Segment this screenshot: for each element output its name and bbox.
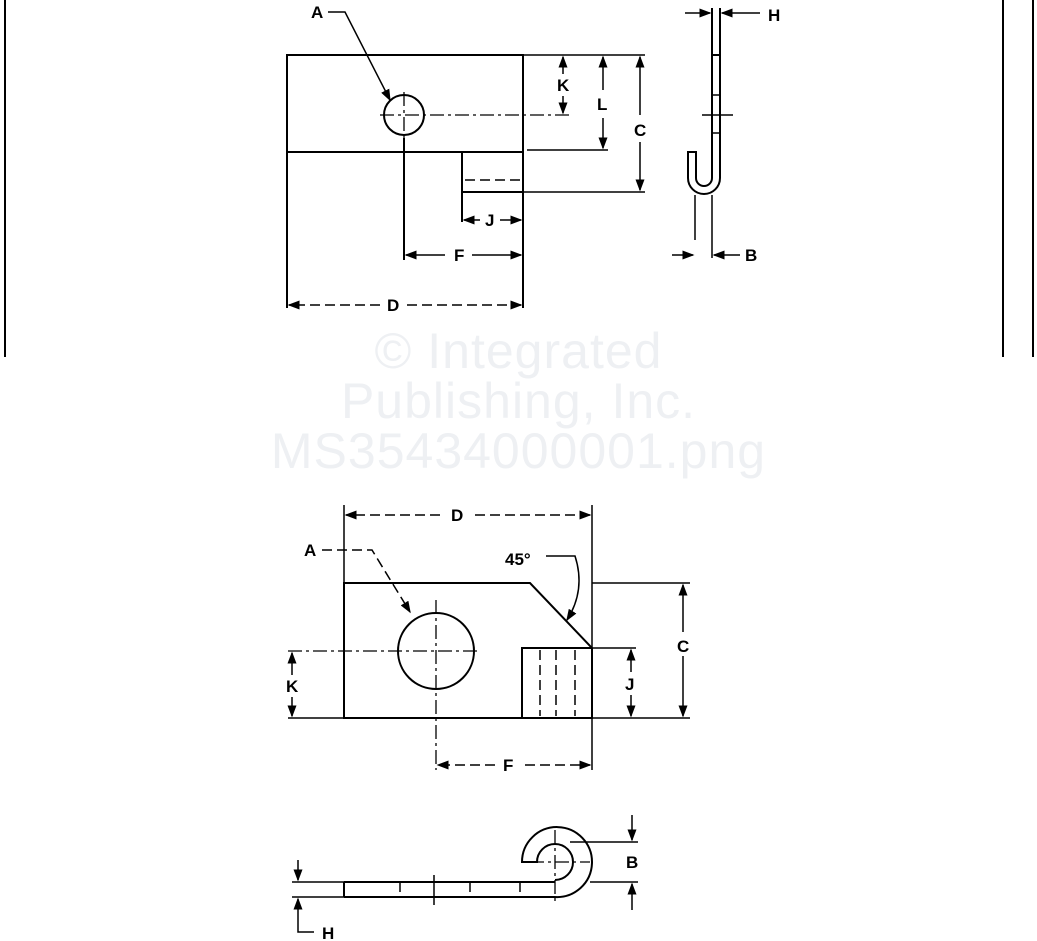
label-k: K — [557, 76, 570, 95]
label-f-bottom: F — [503, 756, 513, 775]
label-c-bottom: C — [677, 637, 689, 656]
label-h-bottom: H — [322, 924, 334, 941]
label-b-bottom: B — [626, 853, 638, 872]
bottom-side-view: B H — [292, 815, 638, 941]
top-front-view: A K L C J F D — [286, 3, 646, 315]
label-45-degrees: 45° — [505, 550, 531, 569]
bottom-front-view: D A 45° C K J F — [286, 505, 690, 775]
label-k-bottom: K — [286, 677, 299, 696]
label-j: J — [485, 211, 494, 230]
label-a: A — [311, 3, 323, 22]
label-c: C — [634, 121, 646, 140]
label-f: F — [454, 246, 464, 265]
label-d: D — [387, 296, 399, 315]
label-j-bottom: J — [625, 675, 634, 694]
label-l: L — [597, 95, 607, 114]
label-a-bottom: A — [304, 541, 316, 560]
top-side-view: H B — [672, 6, 780, 265]
page-border — [4, 0, 1034, 357]
label-b: B — [745, 246, 757, 265]
watermark-line-2: Publishing, Inc. — [340, 373, 697, 429]
watermark-line-3: MS35434000001.png — [270, 423, 767, 479]
label-d-bottom: D — [451, 506, 463, 525]
label-h: H — [768, 6, 780, 25]
watermark-line-1: © Integrated — [374, 323, 663, 379]
